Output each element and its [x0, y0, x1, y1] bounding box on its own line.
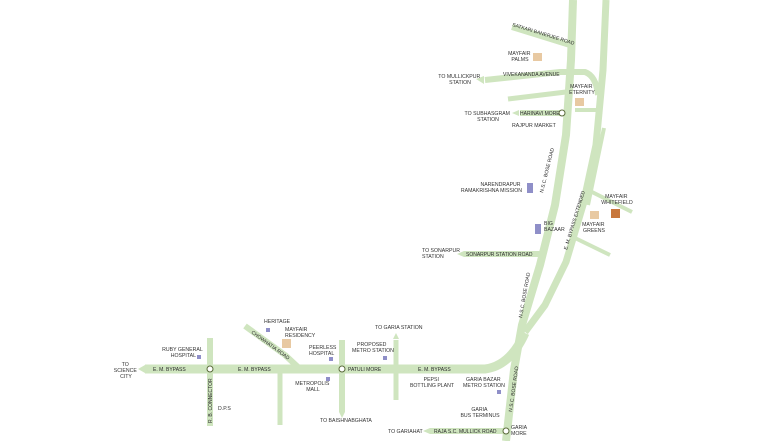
label-to-garia-station: TO GARIA STATION — [375, 325, 423, 331]
road-label-sonarpur-station: SONARPUR STATION ROAD — [466, 252, 533, 258]
label-big-bazaar: BIG BAZAAR — [544, 221, 565, 233]
junction-garia-more — [502, 427, 510, 435]
road-label-em-bypass-1: E. M. BYPASS — [153, 367, 186, 373]
mayfair-eternity-marker — [575, 98, 584, 106]
peerless-hospital-marker — [329, 357, 333, 361]
label-dps: D.P.S — [218, 406, 231, 412]
harinavi-road — [507, 89, 567, 102]
road-arrows — [138, 76, 519, 434]
label-to-baishnabghata: TO BAISHNABGHATA — [320, 418, 372, 424]
road-label-patuli-more: PATULI MORE — [348, 367, 382, 373]
road-label-rb-connector: R. B. CONNECTOR — [208, 378, 214, 423]
road-label-satkari-banerjee: SATKARI BANERJEE ROAD — [511, 22, 575, 47]
arrow-garia-station — [393, 333, 399, 339]
label-heritage: HERITAGE — [264, 319, 291, 325]
road-network — [145, 0, 633, 441]
whitefield-road — [587, 188, 633, 214]
em-bypass-road — [145, 331, 530, 374]
road-label-em-bypass-3: E. M. BYPASS — [418, 367, 451, 373]
label-ruby-hospital: RUBY GENERAL HOSPITAL — [162, 347, 204, 359]
label-mayfair-whitefield: MAYFAIR WHITEFIELD — [601, 194, 633, 206]
arrow-mullickpur — [476, 76, 484, 84]
label-mayfair-greens: MAYFAIR GREENS — [582, 222, 606, 234]
label-garia-more: GARIA MORE — [511, 425, 528, 437]
label-to-gariahat: TO GARIAHAT — [388, 429, 424, 435]
markers — [197, 53, 620, 394]
ruby-hospital-marker — [197, 355, 201, 359]
big-bazaar-marker — [535, 224, 541, 234]
satkari-banerjee-road — [511, 24, 571, 48]
junction-patuli-more — [338, 365, 346, 373]
mayfair-residency-marker — [282, 339, 291, 348]
road-label-harinavi-more: HARINAVI MORE — [520, 111, 560, 117]
mayfair-whitefield-marker — [611, 209, 620, 218]
label-proposed-metro: PROPOSED METRO STATION — [352, 342, 394, 354]
label-metropolis-mall: METROPOLIS MALL — [295, 381, 330, 393]
road-label-raja-sc-mullick: RAJA S.C. MULLICK ROAD — [434, 429, 497, 435]
label-narendrapur: NARENDRAPUR RAMAKRISHNA MISSION — [461, 182, 522, 194]
label-mayfair-eternity: MAYFAIR ETERNITY — [569, 84, 595, 96]
label-to-sonarpur: TO SONARPUR STATION — [422, 248, 461, 260]
label-peerless-hospital: PEERLESS HOSPITAL — [309, 345, 338, 357]
label-garia-bus-terminus: GARIA BUS TERMINUS — [460, 407, 500, 419]
metropolis-mall-marker — [326, 377, 330, 381]
road-label-em-bypass-2: E. M. BYPASS — [238, 367, 271, 373]
arrow-sonarpur — [457, 251, 464, 257]
label-to-science-city: TO SCIENCE CITY — [114, 362, 139, 380]
proposed-metro-marker — [383, 356, 387, 360]
narendrapur-marker — [527, 183, 533, 193]
label-rajpur-market: RAJPUR MARKET — [512, 123, 557, 129]
junctions — [206, 109, 566, 435]
label-mayfair-palms: MAYFAIR PALMS — [508, 51, 532, 63]
place-labels: MAYFAIR PALMS TO MULLICKPUR STATION MAYF… — [114, 51, 633, 437]
label-garia-bazar-metro: GARIA BAZAR METRO STATION — [463, 377, 505, 389]
label-pepsi-plant: PEPSI BOTTLING PLANT — [410, 377, 455, 389]
arrow-science-city — [138, 365, 145, 373]
garia-bazar-metro-marker — [497, 390, 501, 394]
label-mayfair-residency: MAYFAIR RESIDENCY — [285, 327, 316, 339]
greens-road — [574, 236, 611, 257]
chowhatia-road — [243, 323, 303, 372]
junction-harinavi-more — [558, 109, 566, 117]
arrow-gariahat — [423, 428, 430, 434]
junction-rb-connector — [206, 365, 214, 373]
heritage-marker — [266, 328, 270, 332]
arrow-subhasgram — [512, 110, 519, 116]
road-label-vivekananda: VIVEKANANDA AVENUE — [503, 72, 560, 78]
label-to-mullickpur: TO MULLICKPUR STATION — [438, 74, 481, 86]
arrow-baishnabghata — [339, 412, 345, 418]
mayfair-palms-marker — [533, 53, 542, 61]
road-label-nsc-bose-upper: N.S.C. BOSE ROAD — [539, 147, 556, 193]
label-to-subhasgram: TO SUBHASGRAM STATION — [465, 111, 512, 123]
vivekananda-avenue — [484, 69, 601, 96]
em-bypass-extended-road — [522, 0, 610, 335]
mayfair-greens-marker — [590, 211, 599, 219]
